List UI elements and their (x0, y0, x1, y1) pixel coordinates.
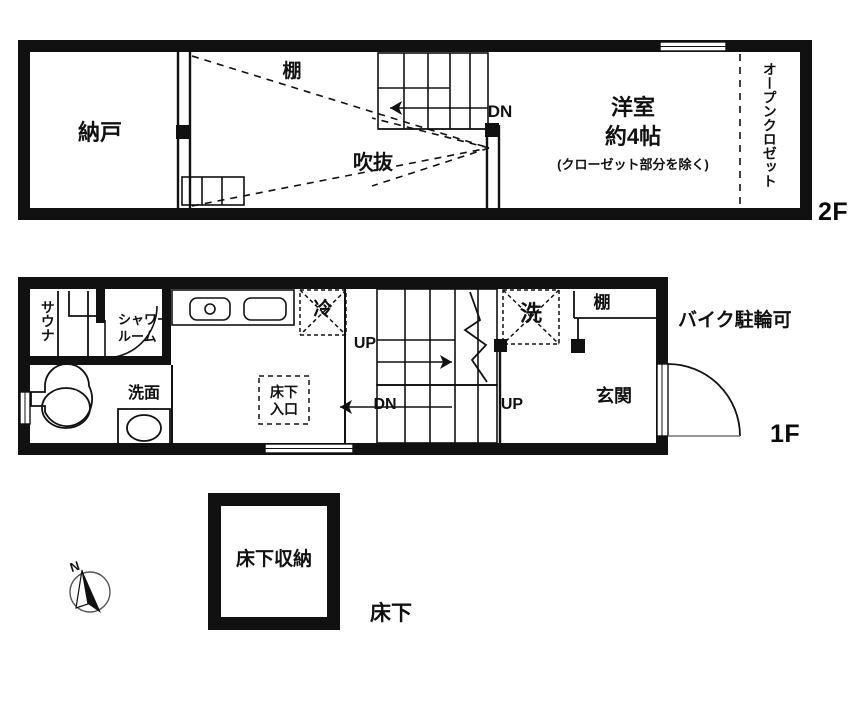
room-label-washbasin: 洗面 (127, 385, 160, 402)
second-floor-small-steps (181, 176, 245, 206)
second-floor-partition-stairwell (485, 123, 501, 208)
second-floor-outline (18, 40, 812, 220)
room-label-void: 吹抜 (353, 152, 393, 174)
note-bike-parking: バイク駐輪可 (678, 310, 792, 331)
second-floor-partition-nando (176, 52, 192, 208)
shower-room-door (104, 305, 158, 359)
room-label-underfloor-storage: 床下収納 (235, 549, 312, 570)
room-label-entrance: 玄関 (596, 386, 632, 406)
room-label-nando: 納戸 (77, 120, 122, 145)
appliance-label-washer: 洗 (519, 301, 542, 326)
entrance-area (494, 291, 656, 443)
floor-tag-2f: 2F (818, 198, 849, 226)
first-floor-outline (18, 277, 668, 455)
compass-rose (69, 569, 111, 613)
underfloor-entry-box (258, 375, 310, 425)
room-label-shelf-1f: 棚 (593, 293, 611, 312)
first-floor-staircase (340, 288, 498, 444)
first-floor-partitions (171, 289, 346, 443)
void-dashed-lines (191, 55, 490, 207)
kitchen-counter (171, 289, 295, 326)
room-label-open-closet: オープンクロゼット (761, 62, 778, 188)
washer-box (502, 289, 560, 345)
room-label-bedroom-size: 約4帖 (604, 124, 662, 149)
first-floor-window-left (19, 391, 31, 425)
entrance-door (656, 363, 741, 437)
floor-tag-underfloor: 床下 (370, 602, 412, 625)
room-label-shower-room-line1: シャワー (118, 312, 171, 327)
room-label-sauna: サウナ (39, 300, 56, 342)
stair-label-up-upper: UP (353, 335, 377, 352)
room-label-shelf-2f: 棚 (282, 61, 302, 82)
room-note-bedroom: (クローゼット部分を除く) (557, 157, 709, 172)
second-floor-window (659, 41, 727, 52)
label-underfloor-entry-line2: 入口 (270, 401, 298, 417)
toilet-fixture (30, 363, 93, 429)
room-label-shower-room-line2: ルーム (118, 329, 157, 344)
appliance-label-fridge: 冷 (313, 299, 333, 320)
stair-label-dn-1f: DN (373, 396, 397, 413)
sauna-bench (57, 291, 104, 356)
room-label-bedroom: 洋室 (610, 95, 655, 120)
stair-label-up-lower: UP (500, 396, 524, 413)
second-floor-staircase (377, 52, 489, 130)
refrigerator-box (299, 289, 347, 336)
label-underfloor-entry-line1: 床下 (270, 384, 298, 400)
floor-tag-1f: 1F (770, 420, 801, 448)
first-floor-window-bottom (264, 443, 354, 454)
sauna-shower-walls (30, 289, 171, 365)
washbasin-fixture (117, 408, 171, 448)
stair-label-dn-2f: DN (487, 102, 513, 121)
